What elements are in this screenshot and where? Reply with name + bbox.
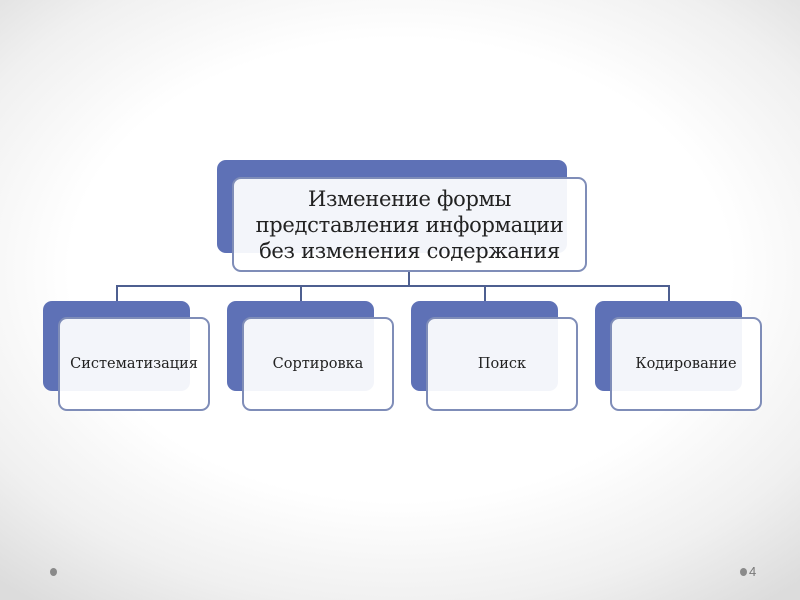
bullet-dot-right	[740, 568, 747, 576]
connector-child-1	[116, 285, 118, 302]
child-box: Кодирование	[610, 317, 762, 411]
connector-root	[408, 272, 410, 287]
root-node-box: Изменение формы представления информации…	[232, 177, 587, 272]
root-line-2: представления информации	[255, 212, 564, 237]
child-box: Поиск	[426, 317, 578, 411]
page-number: 4	[749, 564, 757, 579]
connector-child-2	[300, 285, 302, 302]
connector-child-4	[668, 285, 670, 302]
child-box: Систематизация	[58, 317, 210, 411]
root-line-1: Изменение формы	[307, 186, 512, 211]
connector-horizontal	[116, 285, 670, 287]
root-line-3: без изменения содержания	[259, 238, 560, 263]
child-box: Сортировка	[242, 317, 394, 411]
bullet-dot-left	[50, 568, 57, 576]
connector-child-3	[484, 285, 486, 302]
